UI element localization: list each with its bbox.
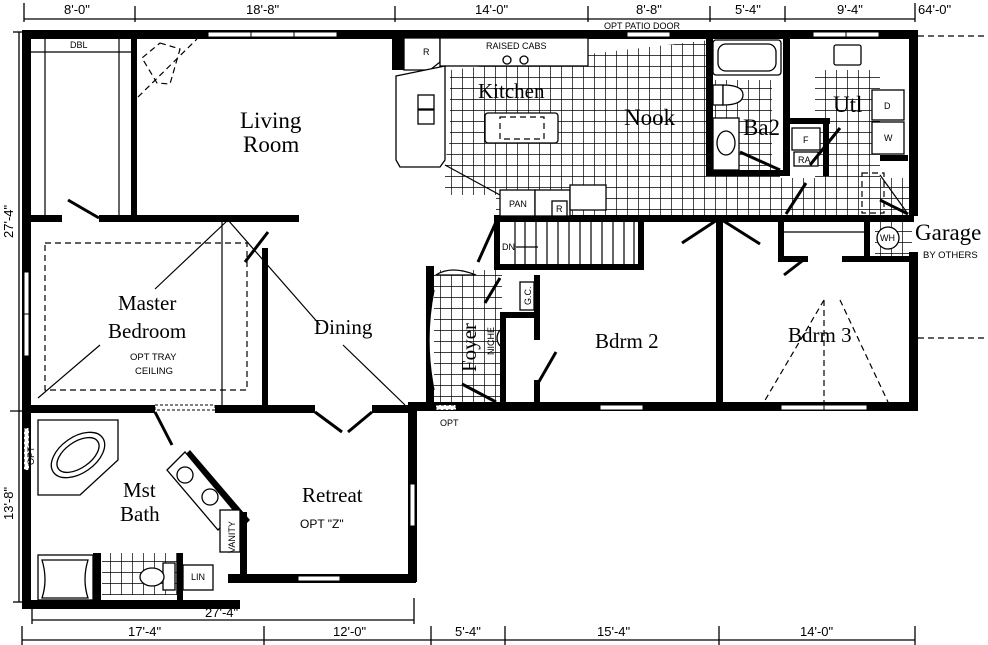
dim-top-0: 8'-0" [64, 2, 90, 17]
dim-overall-width: 64'-0" [918, 2, 952, 17]
room-retreat: Retreat [302, 483, 363, 507]
dim-bottom-1: 12'-0" [333, 624, 367, 639]
room-labels: Living Room Kitchen Nook Ba2 Utl Garage … [108, 79, 981, 531]
room-mst-bath-line1: Mst [123, 478, 156, 502]
master-note-line1: OPT TRAY [130, 352, 177, 363]
dim-bottom-0: 17'-4" [128, 624, 162, 639]
raised-cabs-label: RAISED CABS [486, 41, 547, 51]
room-nook: Nook [624, 105, 676, 130]
bottom-dimension-lines: 27'-4" 17'-4" 12'-0" 5'-4" 15'-4" 14'-0" [21, 598, 916, 645]
room-living-line2: Room [243, 132, 299, 157]
stairs: DN [502, 222, 635, 264]
dim-left-0: 27'-4" [1, 204, 16, 238]
furnace-label: F [803, 135, 809, 145]
pantry-r-label: R [556, 204, 563, 214]
pantry-label: PAN [509, 199, 527, 209]
guest-closet-label: G.C. [523, 286, 533, 305]
room-foyer: Foyer [457, 323, 481, 372]
dim-top-1: 18'-8" [246, 2, 280, 17]
opt-front-label: OPT [440, 418, 459, 428]
room-bdrm2: Bdrm 2 [595, 329, 659, 353]
garage-note: BY OTHERS [923, 250, 978, 261]
opt-bath-window-label: OPT [26, 446, 36, 465]
room-utility: Utl [833, 92, 862, 117]
return-air-label: RA [798, 155, 811, 165]
windows [23, 31, 880, 582]
room-master-line1: Master [118, 291, 176, 315]
stairs-down-label: DN [502, 242, 515, 252]
niche-label: NICHE [486, 327, 496, 355]
opt-patio-door-label: OPT PATIO DOOR [604, 21, 681, 31]
dim-top-3: 8'-8" [636, 2, 662, 17]
dim-top-5: 9'-4" [837, 2, 863, 17]
fixtures: DBL R RAISED CABS PAN R D W [26, 37, 905, 601]
washer-label: W [884, 133, 893, 143]
dim-bottom-2: 5'-4" [455, 624, 481, 639]
dbl-closet-label: DBL [70, 40, 88, 50]
dim-top-2: 14'-0" [475, 2, 509, 17]
room-master-line2: Bedroom [108, 319, 186, 343]
master-note-line2: CEILING [135, 366, 173, 377]
interior-walls [30, 38, 914, 609]
water-heater-label: WH [880, 233, 895, 243]
top-dimension-line: 8'-0" 18'-8" 14'-0" 8'-8" 5'-4" 9'-4" 64… [23, 2, 952, 31]
retreat-note: OPT "Z" [300, 517, 344, 531]
doors [67, 127, 909, 446]
dim-bottom-4: 14'-0" [800, 624, 834, 639]
room-dining: Dining [314, 315, 373, 339]
dim-bottom-3: 15'-4" [597, 624, 631, 639]
room-kitchen: Kitchen [478, 79, 545, 103]
dim-top-4: 5'-4" [735, 2, 761, 17]
refrigerator-label: R [423, 47, 430, 57]
room-bdrm3: Bdrm 3 [788, 323, 852, 347]
room-living-line1: Living [240, 108, 302, 133]
dim-left-1: 13'-8" [1, 486, 16, 520]
vanity-label: VANITY [227, 521, 237, 553]
linen-label: LIN [191, 572, 205, 582]
dim-bottom-inner: 27'-4" [205, 605, 239, 620]
dryer-label: D [884, 101, 891, 111]
room-mst-bath-line2: Bath [120, 502, 160, 526]
room-bath2: Ba2 [743, 115, 780, 140]
room-garage: Garage [915, 220, 981, 245]
